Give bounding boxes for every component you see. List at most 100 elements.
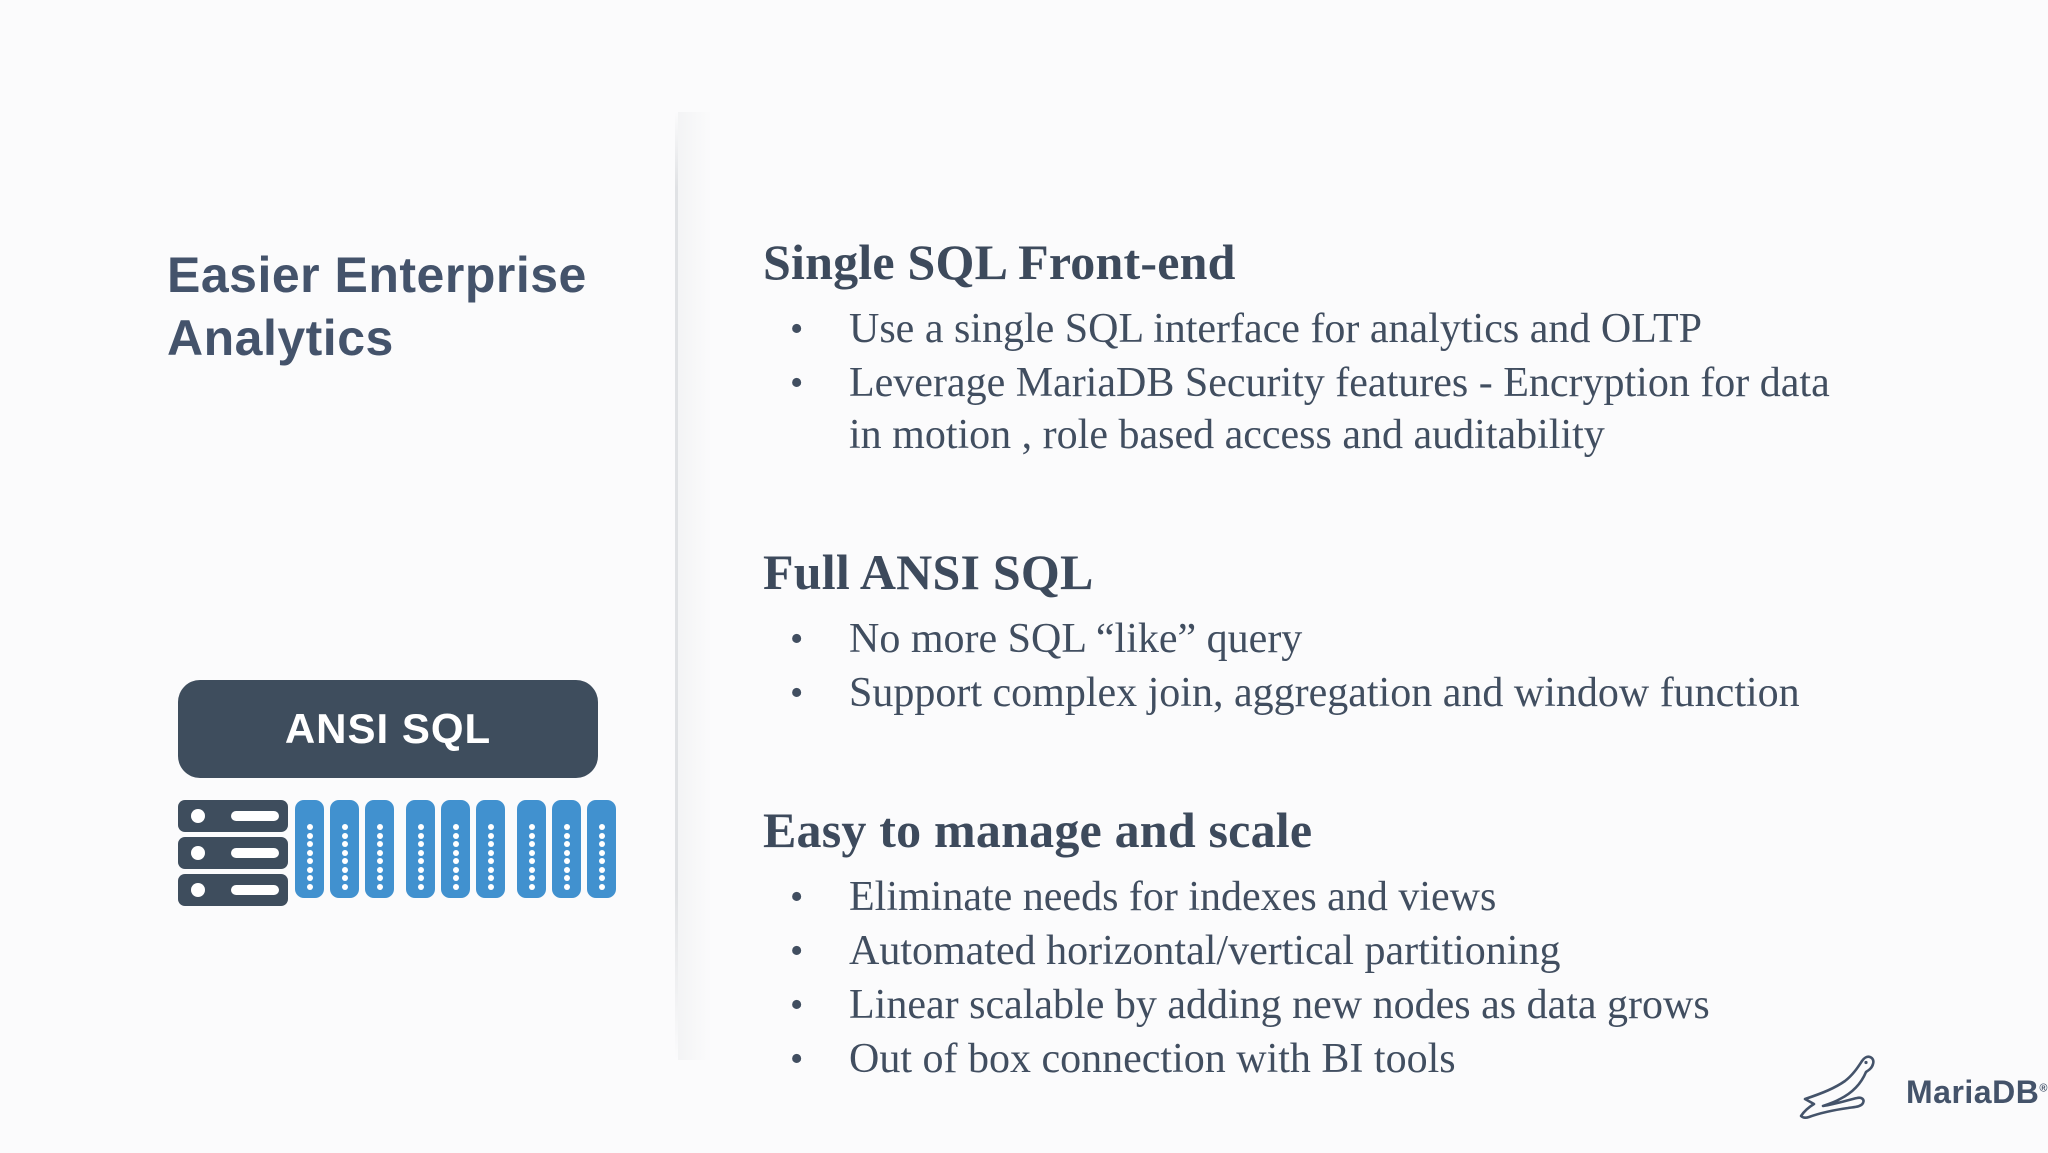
column-dot bbox=[452, 883, 459, 890]
column-dot bbox=[341, 858, 348, 864]
bullet-item: No more SQL “like” query bbox=[763, 613, 1859, 665]
column-dot bbox=[487, 841, 494, 847]
column-dot bbox=[341, 875, 348, 881]
column-dot bbox=[306, 858, 313, 864]
column-dot bbox=[452, 841, 459, 847]
column-dot bbox=[563, 832, 570, 839]
column-dot bbox=[376, 824, 383, 830]
column-dot bbox=[306, 875, 313, 881]
column-dot bbox=[528, 875, 535, 881]
db-column-icon bbox=[517, 800, 546, 898]
db-column-icon bbox=[365, 800, 394, 898]
section-bullets: Use a single SQL interface for analytics… bbox=[763, 303, 1883, 461]
column-dot bbox=[528, 849, 535, 856]
bullet-item: Automated horizontal/vertical partitioni… bbox=[763, 925, 1859, 977]
column-dot bbox=[376, 875, 383, 881]
column-dot bbox=[417, 858, 424, 864]
column-dot bbox=[376, 849, 383, 856]
column-dot bbox=[341, 866, 348, 873]
bullet-item: Use a single SQL interface for analytics… bbox=[763, 303, 1859, 355]
feature-sections: Single SQL Front-endUse a single SQL int… bbox=[763, 233, 1883, 1153]
column-dot bbox=[306, 849, 313, 856]
column-dot bbox=[341, 841, 348, 847]
column-dot bbox=[306, 841, 313, 847]
column-dot bbox=[417, 824, 424, 830]
column-dot bbox=[452, 849, 459, 856]
column-dot bbox=[417, 832, 424, 839]
server-led-icon bbox=[191, 883, 205, 897]
column-divider bbox=[675, 112, 678, 1060]
feature-section: Easy to manage and scaleEliminate needs … bbox=[763, 801, 1883, 1085]
section-bullets: No more SQL “like” querySupport complex … bbox=[763, 613, 1883, 719]
column-dot bbox=[563, 841, 570, 847]
bullet-item: Linear scalable by adding new nodes as d… bbox=[763, 979, 1859, 1031]
column-dot bbox=[341, 849, 348, 856]
column-dot bbox=[376, 832, 383, 839]
column-dot bbox=[306, 832, 313, 839]
column-dot bbox=[487, 824, 494, 830]
bullet-item: Leverage MariaDB Security features - Enc… bbox=[763, 357, 1859, 461]
slide-title: Easier Enterprise Analytics bbox=[167, 247, 587, 366]
db-column-icon bbox=[406, 800, 435, 898]
column-dot bbox=[598, 824, 605, 830]
feature-section: Single SQL Front-endUse a single SQL int… bbox=[763, 233, 1883, 461]
bullet-item: Eliminate needs for indexes and views bbox=[763, 871, 1859, 923]
column-dot bbox=[306, 824, 313, 830]
column-dot bbox=[452, 824, 459, 830]
columnstore-columns-icon bbox=[295, 800, 622, 898]
column-dot bbox=[528, 841, 535, 847]
db-column-icon bbox=[295, 800, 324, 898]
column-dot bbox=[417, 883, 424, 890]
bullet-item: Support complex join, aggregation and wi… bbox=[763, 667, 1859, 719]
diagram-icon-row bbox=[178, 800, 622, 908]
column-dot bbox=[487, 883, 494, 890]
column-dot bbox=[452, 832, 459, 839]
column-dot bbox=[598, 849, 605, 856]
column-dot bbox=[598, 832, 605, 839]
column-dot bbox=[528, 832, 535, 839]
column-dot bbox=[487, 866, 494, 873]
column-dot bbox=[563, 866, 570, 873]
column-dot bbox=[487, 875, 494, 881]
server-slot-icon bbox=[231, 885, 279, 895]
column-dot bbox=[563, 883, 570, 890]
column-dot bbox=[452, 858, 459, 864]
column-divider-shade bbox=[678, 112, 712, 1060]
column-dot bbox=[487, 849, 494, 856]
column-dot bbox=[376, 883, 383, 890]
section-bullets: Eliminate needs for indexes and viewsAut… bbox=[763, 871, 1883, 1085]
ansi-sql-box: ANSI SQL bbox=[178, 680, 598, 778]
column-dot bbox=[487, 858, 494, 864]
ansi-sql-label: ANSI SQL bbox=[284, 705, 492, 752]
column-dot bbox=[376, 841, 383, 847]
column-dot bbox=[341, 832, 348, 839]
server-led-icon bbox=[191, 809, 205, 823]
mariadb-logo: MariaDB® bbox=[1796, 1052, 2048, 1126]
column-dot bbox=[563, 849, 570, 856]
column-dot bbox=[598, 858, 605, 864]
column-dot bbox=[528, 883, 535, 890]
column-dot bbox=[528, 824, 535, 830]
db-column-icon bbox=[441, 800, 470, 898]
server-stack-icon bbox=[178, 800, 288, 906]
bullet-item: Out of box connection with BI tools bbox=[763, 1033, 1859, 1085]
mariadb-seal-icon bbox=[1799, 1055, 1875, 1119]
column-dot bbox=[376, 866, 383, 873]
column-dot bbox=[417, 841, 424, 847]
column-dot bbox=[598, 883, 605, 890]
section-heading: Full ANSI SQL bbox=[763, 544, 1094, 600]
db-column-icon bbox=[587, 800, 616, 898]
server-slot-icon bbox=[231, 811, 279, 821]
column-dot bbox=[452, 866, 459, 873]
column-dot bbox=[598, 866, 605, 873]
column-dot bbox=[306, 883, 313, 890]
column-dot bbox=[452, 875, 459, 881]
column-dot bbox=[528, 866, 535, 873]
server-slot-icon bbox=[231, 848, 279, 858]
column-dot bbox=[487, 832, 494, 839]
db-column-icon bbox=[330, 800, 359, 898]
column-dot bbox=[598, 841, 605, 847]
section-heading: Easy to manage and scale bbox=[763, 802, 1313, 858]
server-led-icon bbox=[191, 846, 205, 860]
column-dot bbox=[376, 858, 383, 864]
